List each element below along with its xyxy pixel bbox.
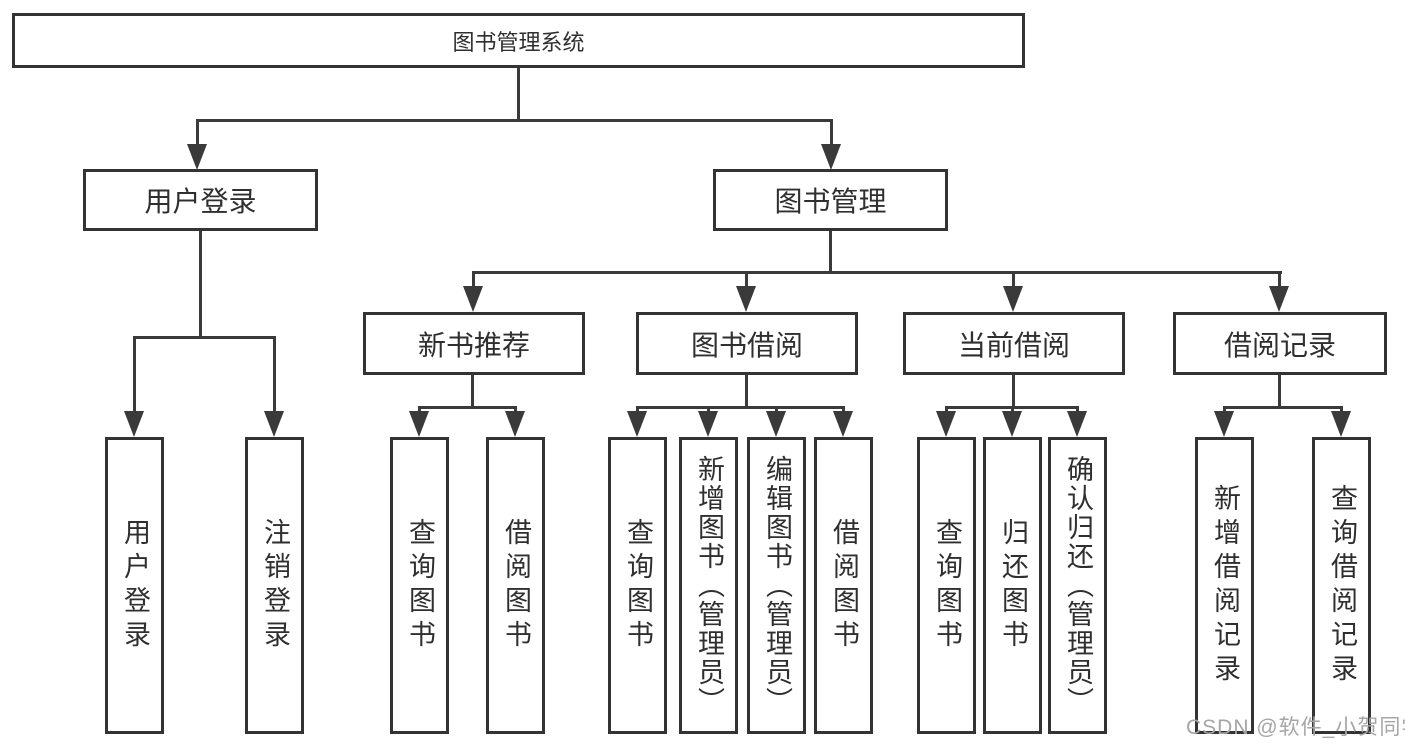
leaf-label: 新增借阅记录	[1210, 483, 1240, 688]
node-book-borrowing: 图书借阅	[636, 312, 858, 375]
connector-shaft	[273, 336, 276, 413]
leaf-borrow-books-recommend: 借阅图书	[486, 437, 545, 734]
arrow-down-icon	[1214, 411, 1234, 437]
connector-shaft	[842, 406, 845, 414]
connector-shaft	[775, 406, 778, 414]
connector-user-login-branch	[133, 336, 276, 339]
leaf-label: 编辑图书（管理员）	[762, 455, 792, 716]
connector-shaft	[1076, 406, 1079, 414]
arrow-down-icon	[1331, 411, 1351, 437]
leaf-borrow-books-borrowing: 借阅图书	[814, 437, 873, 734]
connector-shaft	[472, 271, 475, 291]
leaf-label: 查询图书	[623, 517, 653, 654]
leaf-add-borrow-record: 新增借阅记录	[1195, 437, 1254, 734]
connector-shaft	[830, 119, 833, 149]
node-label: 新书推荐	[417, 329, 530, 361]
connector-stem	[1278, 374, 1281, 408]
connector-shaft	[707, 406, 710, 414]
connector-stem	[1012, 374, 1015, 408]
connector-root-stem	[517, 67, 520, 121]
arrow-down-icon	[187, 144, 207, 170]
arrow-down-icon	[833, 411, 853, 437]
leaf-label: 查询图书	[932, 517, 962, 654]
leaf-logout-login: 注销登录	[245, 437, 304, 734]
csdn-watermark: CSDN @软件_小贺同学	[1186, 716, 1405, 739]
node-library-management-system: 图书管理系统	[12, 13, 1025, 68]
node-book-management: 图书管理	[713, 169, 948, 231]
leaf-label: 用户登录	[120, 517, 150, 654]
arrow-down-icon	[264, 411, 284, 437]
leaf-label: 新增图书（管理员）	[694, 455, 724, 716]
connector-shaft	[514, 406, 517, 414]
leaf-query-borrow-record: 查询借阅记录	[1312, 437, 1371, 734]
arrow-down-icon	[936, 411, 956, 437]
node-label: 图书管理系统	[452, 29, 585, 55]
node-user-login: 用户登录	[83, 169, 318, 231]
node-label: 借阅记录	[1223, 329, 1336, 361]
leaf-user-login: 用户登录	[105, 437, 164, 734]
connector-shaft	[196, 119, 199, 149]
node-borrowing-records: 借阅记录	[1173, 312, 1387, 375]
connector-stem	[471, 374, 474, 408]
leaf-add-books-admin: 新增图书（管理员）	[679, 437, 738, 734]
connector-shaft	[945, 406, 948, 414]
leaf-label: 注销登录	[260, 517, 290, 654]
connector-level2-branch	[196, 119, 833, 122]
connector-shaft	[418, 406, 421, 414]
leaf-query-books-recommend: 查询图书	[390, 437, 449, 734]
arrow-down-icon	[1003, 286, 1023, 312]
arrow-down-icon	[505, 411, 525, 437]
connector-shaft	[1340, 406, 1343, 414]
connector-branch	[418, 406, 517, 409]
connector-shaft	[1012, 271, 1015, 291]
connector-shaft	[1223, 406, 1226, 414]
leaf-confirm-return-admin: 确认归还（管理员）	[1048, 437, 1107, 734]
node-label: 当前借阅	[957, 329, 1070, 361]
arrow-down-icon	[627, 411, 647, 437]
connector-shaft	[1011, 406, 1014, 414]
arrow-down-icon	[1269, 286, 1289, 312]
connector-shaft	[745, 271, 748, 291]
arrow-down-icon	[821, 144, 841, 170]
arrow-down-icon	[1067, 411, 1087, 437]
connector-shaft	[1278, 271, 1281, 291]
leaf-label: 借阅图书	[501, 517, 531, 654]
leaf-query-books-current: 查询图书	[917, 437, 976, 734]
arrow-down-icon	[766, 411, 786, 437]
leaf-label: 查询图书	[405, 517, 435, 654]
arrow-down-icon	[124, 411, 144, 437]
leaf-query-books-borrowing: 查询图书	[608, 437, 667, 734]
leaf-label: 查询借阅记录	[1327, 483, 1357, 688]
connector-stem	[745, 374, 748, 408]
connector-level3-branch	[472, 271, 1282, 274]
leaf-label: 确认归还（管理员）	[1063, 455, 1093, 716]
connector-user-login-stem	[199, 231, 202, 339]
connector-book-management-stem	[829, 231, 832, 274]
arrow-down-icon	[463, 286, 483, 312]
node-label: 图书借阅	[690, 329, 803, 361]
node-label: 图书管理	[774, 186, 887, 217]
leaf-edit-books-admin: 编辑图书（管理员）	[747, 437, 806, 734]
arrow-down-icon	[1002, 411, 1022, 437]
connector-branch	[636, 406, 845, 409]
connector-shaft	[133, 336, 136, 413]
connector-branch	[1223, 406, 1343, 409]
leaf-label: 归还图书	[998, 517, 1028, 654]
node-current-borrowing: 当前借阅	[903, 312, 1125, 375]
arrow-down-icon	[698, 411, 718, 437]
node-label: 用户登录	[144, 186, 257, 217]
leaf-label: 借阅图书	[829, 517, 859, 654]
node-new-book-recommendation: 新书推荐	[363, 312, 585, 375]
connector-shaft	[636, 406, 639, 414]
leaf-return-books: 归还图书	[983, 437, 1042, 734]
arrow-down-icon	[409, 411, 429, 437]
arrow-down-icon	[736, 286, 756, 312]
